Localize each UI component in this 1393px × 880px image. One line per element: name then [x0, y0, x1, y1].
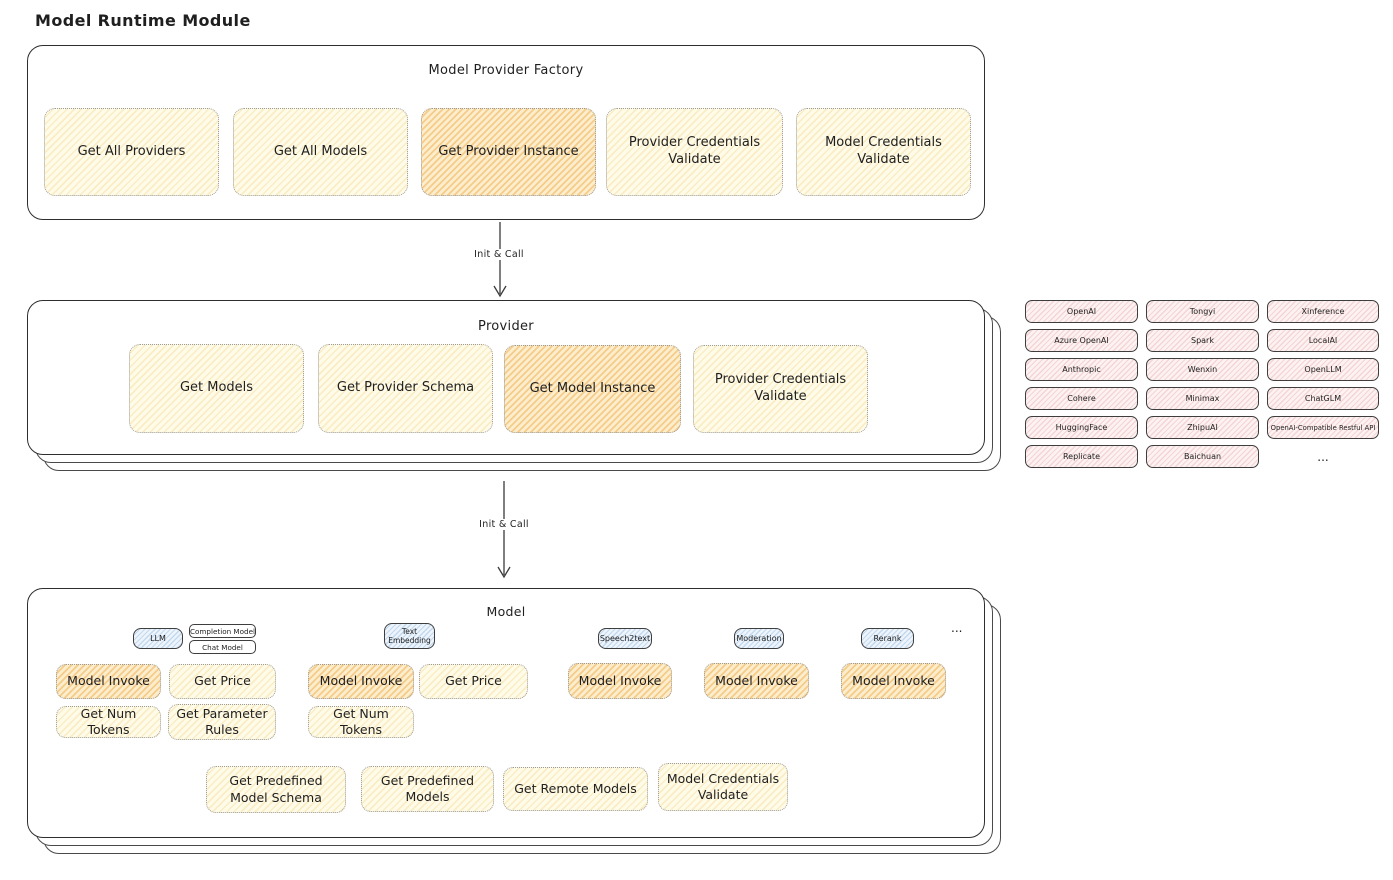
llm-get-price-node: Get Price: [169, 664, 276, 699]
llm-get-parameter-rules-node: Get Parameter Rules: [168, 704, 276, 740]
speech2text-type-tag: Speech2text: [598, 628, 652, 649]
get-provider-schema-node: Get Provider Schema: [318, 344, 493, 433]
model-title: Model: [486, 604, 526, 619]
provider-credentials-validate-node: Provider Credentials Validate: [606, 108, 783, 196]
get-predefined-models-node: Get Predefined Models: [361, 766, 494, 812]
init-call-label-2: Init & Call: [474, 519, 534, 530]
moderation-model-invoke-node: Model Invoke: [704, 663, 809, 699]
factory-panel: Model Provider Factory Get All Providers…: [27, 45, 985, 220]
provider-list: OpenAI Tongyi Xinference Azure OpenAI Sp…: [1025, 300, 1379, 468]
get-all-providers-node: Get All Providers: [44, 108, 219, 196]
provider-pill-huggingface: HuggingFace: [1025, 416, 1138, 439]
chat-model-tag: Chat Model: [189, 640, 256, 654]
rerank-model-invoke-node: Model Invoke: [841, 663, 946, 699]
provider-pill-openai-compatible: OpenAI-Compatible Restful API: [1267, 416, 1379, 439]
provider-pill-xinference: Xinference: [1267, 300, 1379, 323]
provider-pill-replicate: Replicate: [1025, 445, 1138, 468]
provider-pill-azure-openai: Azure OpenAI: [1025, 329, 1138, 352]
provider-pill-anthropic: Anthropic: [1025, 358, 1138, 381]
rerank-type-tag: Rerank: [861, 628, 914, 649]
moderation-type-tag: Moderation: [734, 628, 784, 649]
provider-pill-spark: Spark: [1146, 329, 1259, 352]
provider-pill-localai: LocalAI: [1267, 329, 1379, 352]
page-title: Model Runtime Module: [35, 11, 251, 30]
llm-model-invoke-node: Model Invoke: [56, 664, 161, 699]
get-remote-models-node: Get Remote Models: [503, 767, 648, 811]
embedding-model-invoke-node: Model Invoke: [308, 664, 414, 699]
provider-title: Provider: [478, 319, 534, 334]
provider-pill-minimax: Minimax: [1146, 387, 1259, 410]
completion-model-tag: Completion Model: [189, 624, 256, 638]
provider-pill-wenxin: Wenxin: [1146, 358, 1259, 381]
llm-type-tag: LLM: [133, 628, 183, 649]
text-embedding-type-tag: Text Embedding: [384, 623, 435, 649]
get-model-instance-node: Get Model Instance: [504, 345, 681, 433]
get-models-node: Get Models: [129, 344, 304, 433]
provider-pill-cohere: Cohere: [1025, 387, 1138, 410]
init-call-label-1: Init & Call: [469, 249, 529, 260]
provider-pill-openllm: OpenLLM: [1267, 358, 1379, 381]
get-all-models-node: Get All Models: [233, 108, 408, 196]
provider-pill-tongyi: Tongyi: [1146, 300, 1259, 323]
provider-pill-chatglm: ChatGLM: [1267, 387, 1379, 410]
provider-pill-baichuan: Baichuan: [1146, 445, 1259, 468]
model-credentials-validate-node-2: Model Credentials Validate: [658, 763, 788, 811]
llm-get-num-tokens-node: Get Num Tokens: [56, 706, 161, 738]
get-predefined-model-schema-node: Get Predefined Model Schema: [206, 766, 346, 813]
arrow-factory-to-provider: [493, 222, 507, 298]
factory-title: Model Provider Factory: [428, 63, 584, 78]
provider-credentials-validate-node-2: Provider Credentials Validate: [693, 345, 868, 433]
arrow-provider-to-model: [497, 481, 511, 579]
get-provider-instance-node: Get Provider Instance: [421, 108, 596, 196]
embedding-get-num-tokens-node: Get Num Tokens: [308, 706, 414, 738]
speech2text-model-invoke-node: Model Invoke: [568, 663, 672, 699]
model-credentials-validate-node: Model Credentials Validate: [796, 108, 971, 196]
provider-pill-openai: OpenAI: [1025, 300, 1138, 323]
provider-panel: Provider Get Models Get Provider Schema …: [27, 300, 985, 455]
provider-pill-zhipuai: ZhipuAI: [1146, 416, 1259, 439]
provider-list-ellipsis: ...: [1317, 449, 1329, 464]
model-panel: Model LLM Completion Model Chat Model Te…: [27, 588, 985, 838]
type-tags-ellipsis: ...: [951, 621, 963, 635]
embedding-get-price-node: Get Price: [419, 664, 528, 699]
